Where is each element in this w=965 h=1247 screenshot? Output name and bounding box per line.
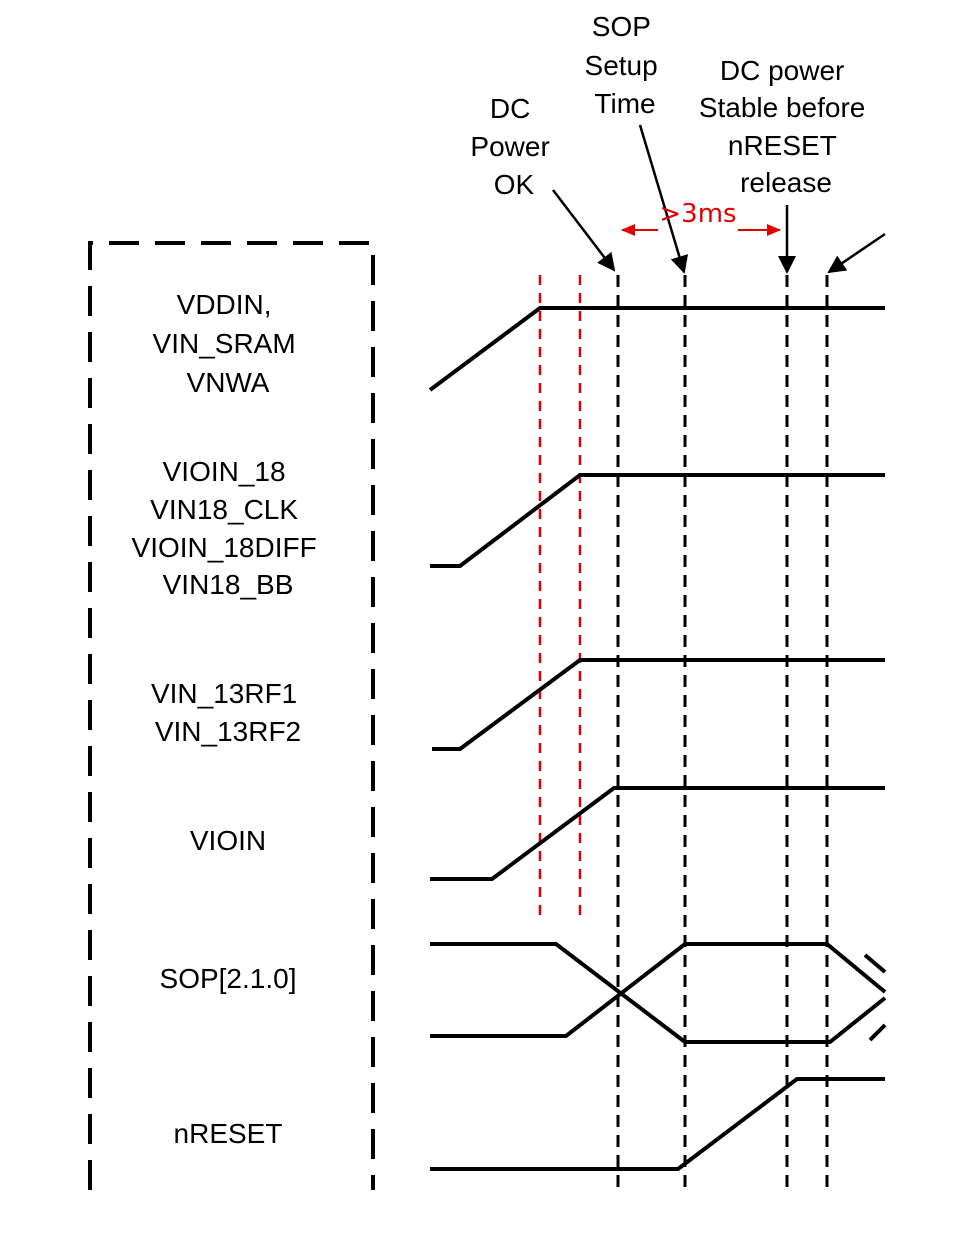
signal-label-vioin: VIOIN [190,825,266,856]
signal-label-sop: SOP[2.1.0] [160,963,297,994]
waveform-sop [430,942,887,1044]
signal-label-box [88,241,375,1190]
annotation-dc-power-stable: DC power Stable before nRESET release [699,55,873,198]
arrow-sop-setup-time [638,124,689,274]
waveform-nreset [430,1077,885,1171]
signal-label-vin13rf: VIN_13RF1 VIN_13RF2 [151,678,305,747]
signal-label-nreset: nRESET [174,1118,283,1149]
timing-gap-label: >3ms [659,199,736,229]
waveform-vddin [428,306,885,392]
signal-label-vddin: VDDIN, VIN_SRAM VNWA [153,289,304,398]
annotation-sop-setup-time: SOP Setup Time [585,11,666,119]
annotation-dc-power-ok: DC Power OK [470,93,557,200]
waveform-vioin18 [430,473,885,568]
signal-label-vioin18: VIOIN_18 VIN18_CLK VIOIN_18DIFF VIN18_BB [132,456,325,600]
arrow-nreset-release [827,232,886,274]
arrow-dc-power-ok [552,189,616,272]
waveform-vioin [430,786,885,881]
waveform-vin13rf [432,658,885,751]
